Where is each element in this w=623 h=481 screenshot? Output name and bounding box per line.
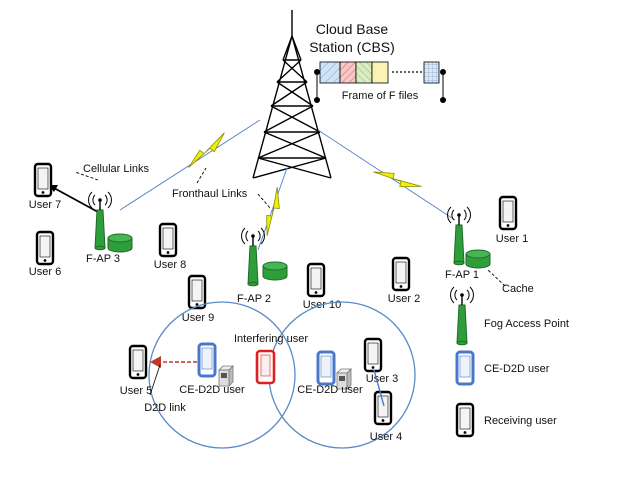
legend-fog-label: Fog Access Point xyxy=(484,318,569,330)
fap2-label: F-AP 2 xyxy=(237,293,271,305)
phone-icon-user4 xyxy=(373,390,393,426)
d2d-cluster-left xyxy=(148,301,296,449)
phone-icon-user2 xyxy=(391,256,411,292)
phone-icon-user8 xyxy=(158,222,178,258)
d2d-link-callout xyxy=(149,364,161,396)
user3-label: User 3 xyxy=(366,373,398,385)
cbs-title-line1: Cloud Base xyxy=(316,21,389,37)
legend-ced2d-label: CE-D2D user xyxy=(484,363,550,375)
callout-lines xyxy=(74,167,506,287)
cache-box-icon-left xyxy=(218,365,234,387)
interfering-user-label: Interfering user xyxy=(234,333,308,345)
lightning-icon-fap1 xyxy=(373,159,422,199)
fap1-label: F-AP 1 xyxy=(445,269,479,281)
legend-fog-access-point-icon xyxy=(449,286,475,346)
phone-icon-user5 xyxy=(128,344,148,380)
cbs-title-line2: Station (CBS) xyxy=(309,39,395,55)
ced2d-user-icon-right xyxy=(316,350,336,386)
ced2d-left-label: CE-D2D user xyxy=(179,384,245,396)
phone-icon-user10 xyxy=(306,262,326,298)
user6-label: User 6 xyxy=(29,266,61,278)
d2d-link-user4 xyxy=(373,369,385,407)
d2d-link-label: D2D link xyxy=(144,402,186,414)
legend: Fog Access Point CE-D2D user Receiving u… xyxy=(449,286,569,438)
phone-icon-user1 xyxy=(498,195,518,231)
phone-icon-user7 xyxy=(33,162,53,198)
legend-receiving-icon xyxy=(455,402,475,438)
user2-label: User 2 xyxy=(388,293,420,305)
user1-label: User 1 xyxy=(496,233,528,245)
cache-disk-icon-fap3 xyxy=(107,233,133,253)
d2d-link-arrowhead xyxy=(150,356,161,368)
phone-icon-user6 xyxy=(35,230,55,266)
user8-label: User 8 xyxy=(154,259,186,271)
phone-icon-user3 xyxy=(363,337,383,373)
ced2d-right-label: CE-D2D user xyxy=(297,384,363,396)
phone-icon-user9 xyxy=(187,274,207,310)
user5-label: User 5 xyxy=(120,385,152,397)
ced2d-user-icon-left xyxy=(197,342,217,378)
fap3-label: F-AP 3 xyxy=(86,253,120,265)
cache-disk-icon-fap1 xyxy=(465,249,491,269)
fog-access-point-icon-fap2 xyxy=(240,227,266,287)
legend-ced2d-icon xyxy=(455,350,475,386)
cache-disk-icon-fap2 xyxy=(262,261,288,281)
fronthaul-links-label: Fronthaul Links xyxy=(172,188,248,200)
lightning-icon-fap3 xyxy=(181,132,232,168)
file-frame xyxy=(314,61,446,103)
frame-label: Frame of F files xyxy=(342,90,419,102)
user7-label: User 7 xyxy=(29,199,61,211)
user9-label: User 9 xyxy=(182,312,214,324)
cache-label: Cache xyxy=(502,283,534,295)
interfering-user-screen xyxy=(260,354,271,377)
cellular-links-label: Cellular Links xyxy=(83,163,150,175)
user4-label: User 4 xyxy=(370,431,402,443)
cellular-link-arrow xyxy=(53,187,99,213)
legend-receiving-label: Receiving user xyxy=(484,415,557,427)
cbs-tower-icon xyxy=(252,10,332,179)
